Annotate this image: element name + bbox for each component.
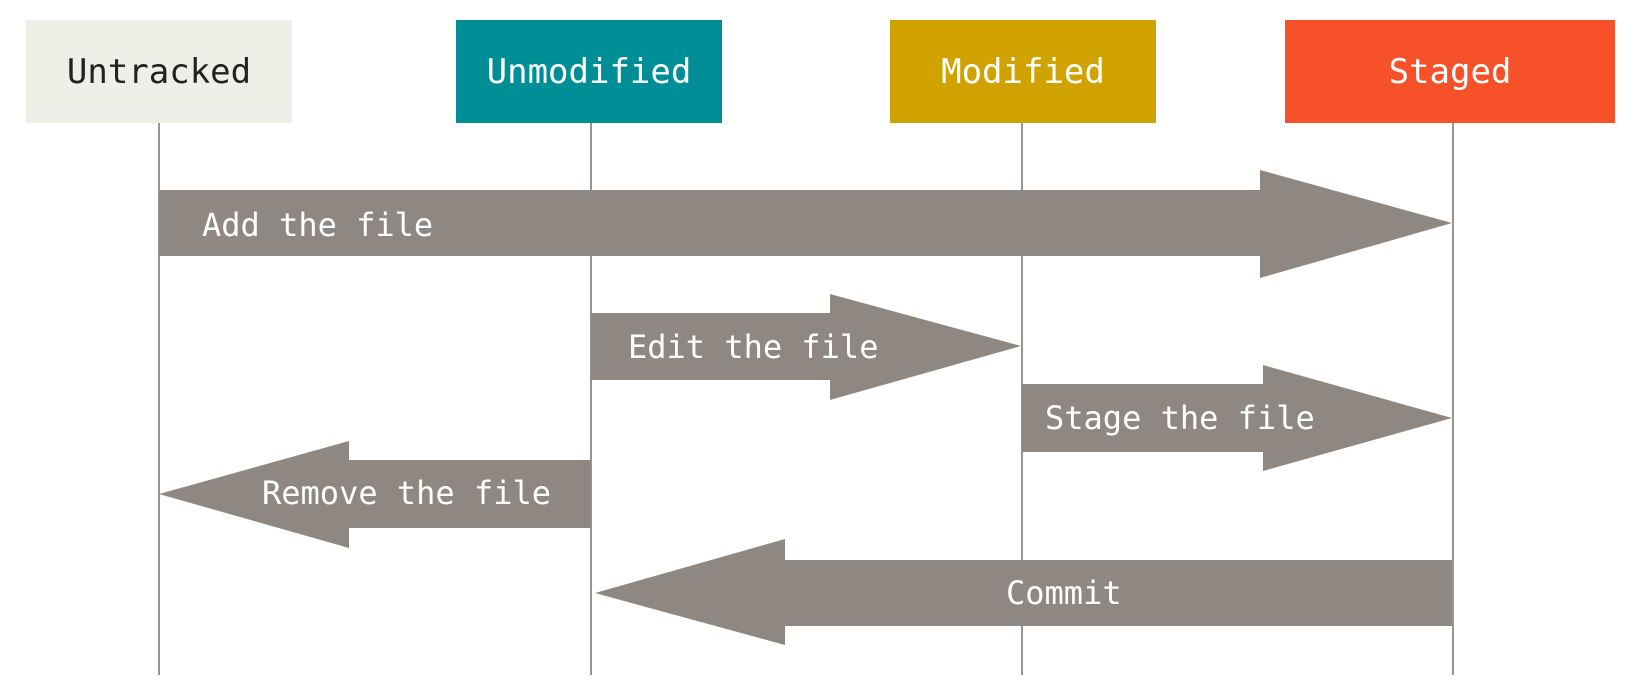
lifeline-untracked [158, 123, 160, 675]
edit-the-file-arrow [591, 294, 1021, 400]
state-modified-box: Modified [890, 20, 1156, 123]
lifeline-staged [1452, 123, 1454, 675]
lifeline-unmodified [590, 123, 592, 675]
add-the-file-label: Add the file [202, 206, 434, 244]
commit-label: Commit [1006, 574, 1122, 612]
state-staged-label: Staged [1388, 51, 1512, 92]
add-the-file-arrow [159, 170, 1452, 278]
remove-the-file-label: Remove the file [262, 474, 551, 512]
stage-the-file-arrow [1022, 365, 1452, 471]
state-untracked-label: Untracked [66, 51, 252, 92]
stage-the-file-label: Stage the file [1045, 399, 1315, 437]
state-unmodified-box: Unmodified [456, 20, 722, 123]
state-unmodified-label: Unmodified [486, 51, 692, 92]
state-modified-label: Modified [941, 51, 1105, 92]
commit-arrow [595, 539, 1452, 645]
state-untracked-box: Untracked [26, 20, 292, 123]
remove-the-file-arrow [159, 441, 591, 548]
edit-the-file-label: Edit the file [628, 328, 879, 366]
state-staged-box: Staged [1285, 20, 1615, 123]
